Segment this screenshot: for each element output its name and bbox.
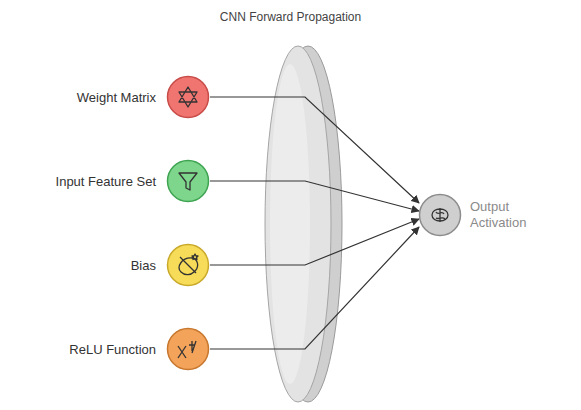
arrow-connector (210, 181, 419, 211)
icon-circle (166, 159, 210, 203)
arrow-connector (210, 97, 419, 203)
arrow-connector (210, 227, 419, 349)
icon-circle (418, 193, 462, 237)
diagram-title: CNN Forward Propagation (0, 10, 581, 24)
node-label: Input Feature Set (56, 174, 156, 189)
lens-highlight (270, 64, 310, 384)
arrow-connector (210, 219, 419, 265)
input-node: ReLU Function (69, 327, 210, 371)
node-label: Output Activation (470, 199, 542, 231)
node-label: ReLU Function (69, 342, 156, 357)
icon-circle (166, 327, 210, 371)
input-node: Bias (131, 243, 210, 287)
icon-circle (166, 75, 210, 119)
input-node: Input Feature Set (56, 159, 210, 203)
node-label: Bias (131, 258, 156, 273)
icon-circle (166, 243, 210, 287)
output-node: Output Activation (418, 193, 542, 237)
node-label: Weight Matrix (77, 90, 156, 105)
input-node: Weight Matrix (77, 75, 210, 119)
